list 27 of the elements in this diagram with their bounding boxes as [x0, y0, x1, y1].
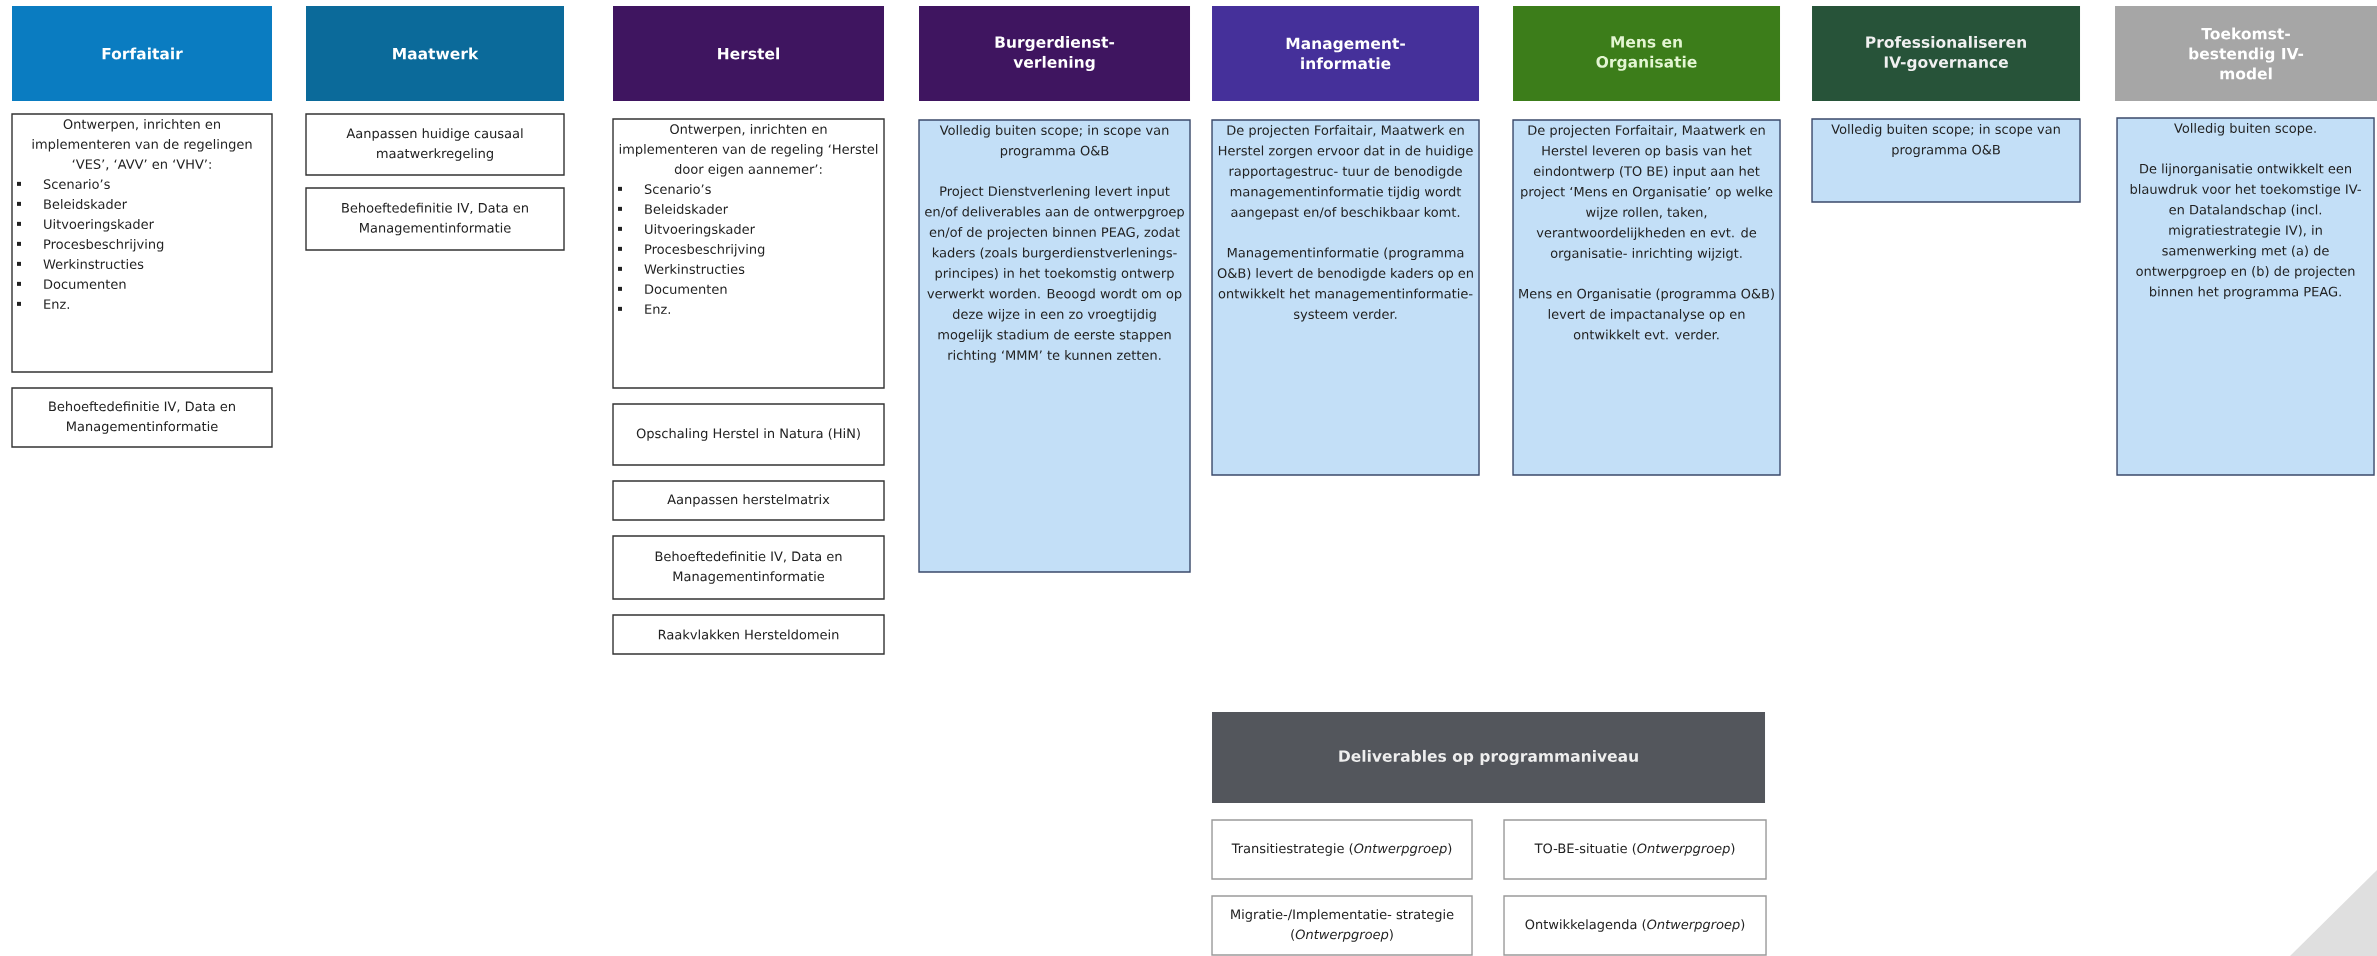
text-box: Ontwerpen, inrichten en implementeren van de regeling ‘Herstel door eigen aannemer’: Scenario’s Beleidskader Uitvoeringskader Procesbeschrijving Werkinstructies Documenten Enz. — [612, 118, 885, 389]
text-box: Transitiestrategie (Ontwerpgroep) — [1211, 819, 1473, 880]
text-box: Aanpassen huidige causaal maatwerkregeling — [305, 113, 565, 176]
text-box: Raakvlakken Hersteldomein — [612, 614, 885, 655]
note-box: Volledig buiten scope. De lijnorganisatie ontwikkelt een blauwdruk voor het toekomstige IV- en Datalandschap (incl. migratiestrategie IV), in samenwerking met (a) de ontwerpgroep en (b) de projecten binnen het programma PEAG. — [2116, 117, 2375, 476]
note-box: Volledig buiten scope; in scope van programma O&B — [1811, 118, 2081, 203]
text-box: Behoeftedefinitie IV, Data en Managementinformatie — [11, 387, 273, 448]
column-header: Burgerdienst- verlening — [919, 6, 1190, 101]
text-box: Migratie-/Implementatie- strategie (Ontwerpgroep) — [1211, 895, 1473, 956]
text-box: Opschaling Herstel in Natura (HiN) — [612, 403, 885, 466]
text-box: Ontwikkelagenda (Ontwerpgroep) — [1503, 895, 1767, 956]
note-box: De projecten Forfaitair, Maatwerk en Herstel zorgen ervoor dat in de huidige rapportagestruc- tuur de benodigde managementinformatie tijdig wordt aangepast en/of beschikbaar komt. Managementinformatie (programma O&B) levert de benodigde kaders op en ontwikkelt het managementinformatie- systeem verder. — [1211, 119, 1480, 476]
text-box: Behoeftedefinitie IV, Data en Managementinformatie — [612, 535, 885, 600]
note-box: De projecten Forfaitair, Maatwerk en Herstel leveren op basis van het eindontwerp (TO BE) input aan het project ‘Mens en Organisatie’ op welke wijze rollen, taken, verantwoordelijkheden en evt. de organisatie- inrichting wijzigt. Mens en Organisatie (programma O&B) levert de impactanalyse op en ontwikkelt evt. verder. — [1512, 119, 1781, 476]
column-header: Forfaitair — [12, 6, 272, 101]
column-header: Management- informatie — [1212, 6, 1479, 101]
column-header: Mens en Organisatie — [1513, 6, 1780, 101]
note-box: Volledig buiten scope; in scope van programma O&B Project Dienstverlening levert input en/of deliverables aan de ontwerpgroep en/of de projecten binnen PEAG, zodat kaders (zoals burgerdienstverlenings- principes) in het toekomstig ontwerp verwerkt worden. Beoogd wordt om op deze wijze in een zo vroegtijdig mogelijk stadium de eerste stappen richting ‘MMM’ te kunnen zetten. — [918, 119, 1191, 573]
section-header: Deliverables op programmaniveau — [1212, 712, 1765, 803]
text-box: Ontwerpen, inrichten en implementeren van de regelingen ‘VES’, ‘AVV’ en ‘VHV’: Scenario’s Beleidskader Uitvoeringskader Procesbeschrijving Werkinstructies Documenten Enz. — [11, 113, 273, 373]
column-header: Maatwerk — [306, 6, 564, 101]
text-box: TO-BE-situatie (Ontwerpgroep) — [1503, 819, 1767, 880]
column-header: Professionaliseren IV-governance — [1812, 6, 2081, 101]
text-box: Behoeftedefinitie IV, Data en Managementinformatie — [305, 187, 565, 251]
text-box: Aanpassen herstelmatrix — [612, 480, 885, 521]
column-header: Toekomst- bestendig IV- model — [2115, 6, 2377, 101]
column-header: Herstel — [613, 6, 884, 101]
